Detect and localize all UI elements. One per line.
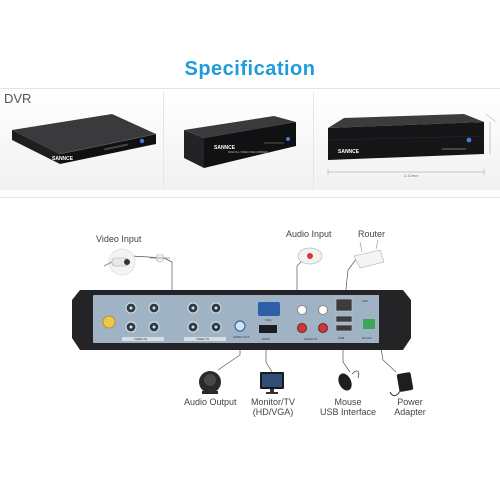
label-audio-input: Audio Input bbox=[286, 229, 332, 239]
label-power-line1: Power bbox=[397, 397, 423, 407]
mouse-icon bbox=[338, 370, 360, 391]
dimension-width: 2.42mm bbox=[404, 173, 419, 178]
page-title: Specification bbox=[184, 58, 316, 80]
panel-divider bbox=[163, 92, 164, 190]
monitor-icon bbox=[260, 372, 284, 394]
cable-icon bbox=[150, 253, 170, 263]
audio-out-label: AUDIO OUT bbox=[233, 335, 250, 339]
panel-divider bbox=[313, 92, 314, 190]
audio-in-label: AUDIO IN bbox=[304, 337, 317, 341]
usb-label: USB bbox=[338, 336, 344, 340]
lan-label: LAN bbox=[362, 299, 368, 303]
bnc-pins bbox=[129, 306, 218, 329]
section-divider bbox=[0, 197, 500, 198]
product-subtitle: DIGITAL VIDEO RECORDER bbox=[228, 150, 268, 154]
section-label: DVR bbox=[4, 91, 32, 106]
label-power: Power Adapter bbox=[388, 397, 432, 417]
microphone-icon bbox=[297, 247, 323, 265]
audio-in-port-red bbox=[318, 323, 328, 333]
video-input-connector-line bbox=[131, 255, 173, 300]
power-label: DC12V bbox=[362, 336, 372, 340]
video-in-label-1: VIDEO IN bbox=[134, 337, 147, 341]
label-monitor: Monitor/TV (HD/VGA) bbox=[248, 397, 298, 417]
dvr-photo-angled-right bbox=[184, 116, 296, 168]
video-in-label-bar bbox=[184, 337, 226, 341]
hdmi-port bbox=[259, 325, 277, 333]
label-mouse-line2: USB Interface bbox=[319, 407, 377, 417]
label-router: Router bbox=[358, 229, 386, 239]
title-divider bbox=[0, 88, 500, 89]
audio-in-port-white bbox=[318, 305, 328, 315]
label-power-line2: Adapter bbox=[394, 407, 426, 417]
label-audio-output: Audio Output bbox=[184, 397, 237, 407]
label-mouse-line1: Mouse bbox=[334, 397, 362, 407]
label-monitor-line1: Monitor/TV bbox=[250, 397, 295, 407]
brand-logo: SANNCE bbox=[338, 149, 360, 155]
dvr-photo-angled-left bbox=[12, 114, 157, 164]
dvr-photo-front-dimensions bbox=[327, 113, 497, 175]
audio-in-port-red bbox=[297, 323, 307, 333]
label-mouse: Mouse USB Interface bbox=[318, 397, 378, 417]
fan-icon bbox=[102, 315, 116, 329]
speaker-icon bbox=[199, 371, 221, 394]
audio-out-port bbox=[234, 320, 246, 332]
usb-port bbox=[335, 324, 353, 332]
router-connector-line bbox=[344, 257, 358, 299]
bullet-camera-icon bbox=[103, 248, 136, 276]
label-monitor-line2: (HD/VGA) bbox=[252, 407, 294, 417]
usb-port bbox=[335, 315, 353, 323]
audio-in-port-white bbox=[297, 305, 307, 315]
hdmi-label: HDMI bbox=[262, 337, 270, 341]
video-in-label-2: VIDEO IN bbox=[196, 337, 209, 341]
lan-port bbox=[335, 298, 353, 312]
brand-logo: SANNCE bbox=[214, 145, 236, 151]
vga-label: VGA bbox=[265, 318, 271, 322]
rear-panel-plate bbox=[93, 295, 355, 343]
router-icon bbox=[353, 239, 385, 269]
power-port bbox=[363, 319, 375, 329]
video-in-label-bar bbox=[122, 337, 164, 341]
label-video-input: Video Input bbox=[96, 234, 142, 244]
power-adapter-icon bbox=[389, 372, 414, 397]
brand-logo: SANNCE bbox=[52, 156, 74, 162]
vga-port bbox=[258, 302, 280, 316]
